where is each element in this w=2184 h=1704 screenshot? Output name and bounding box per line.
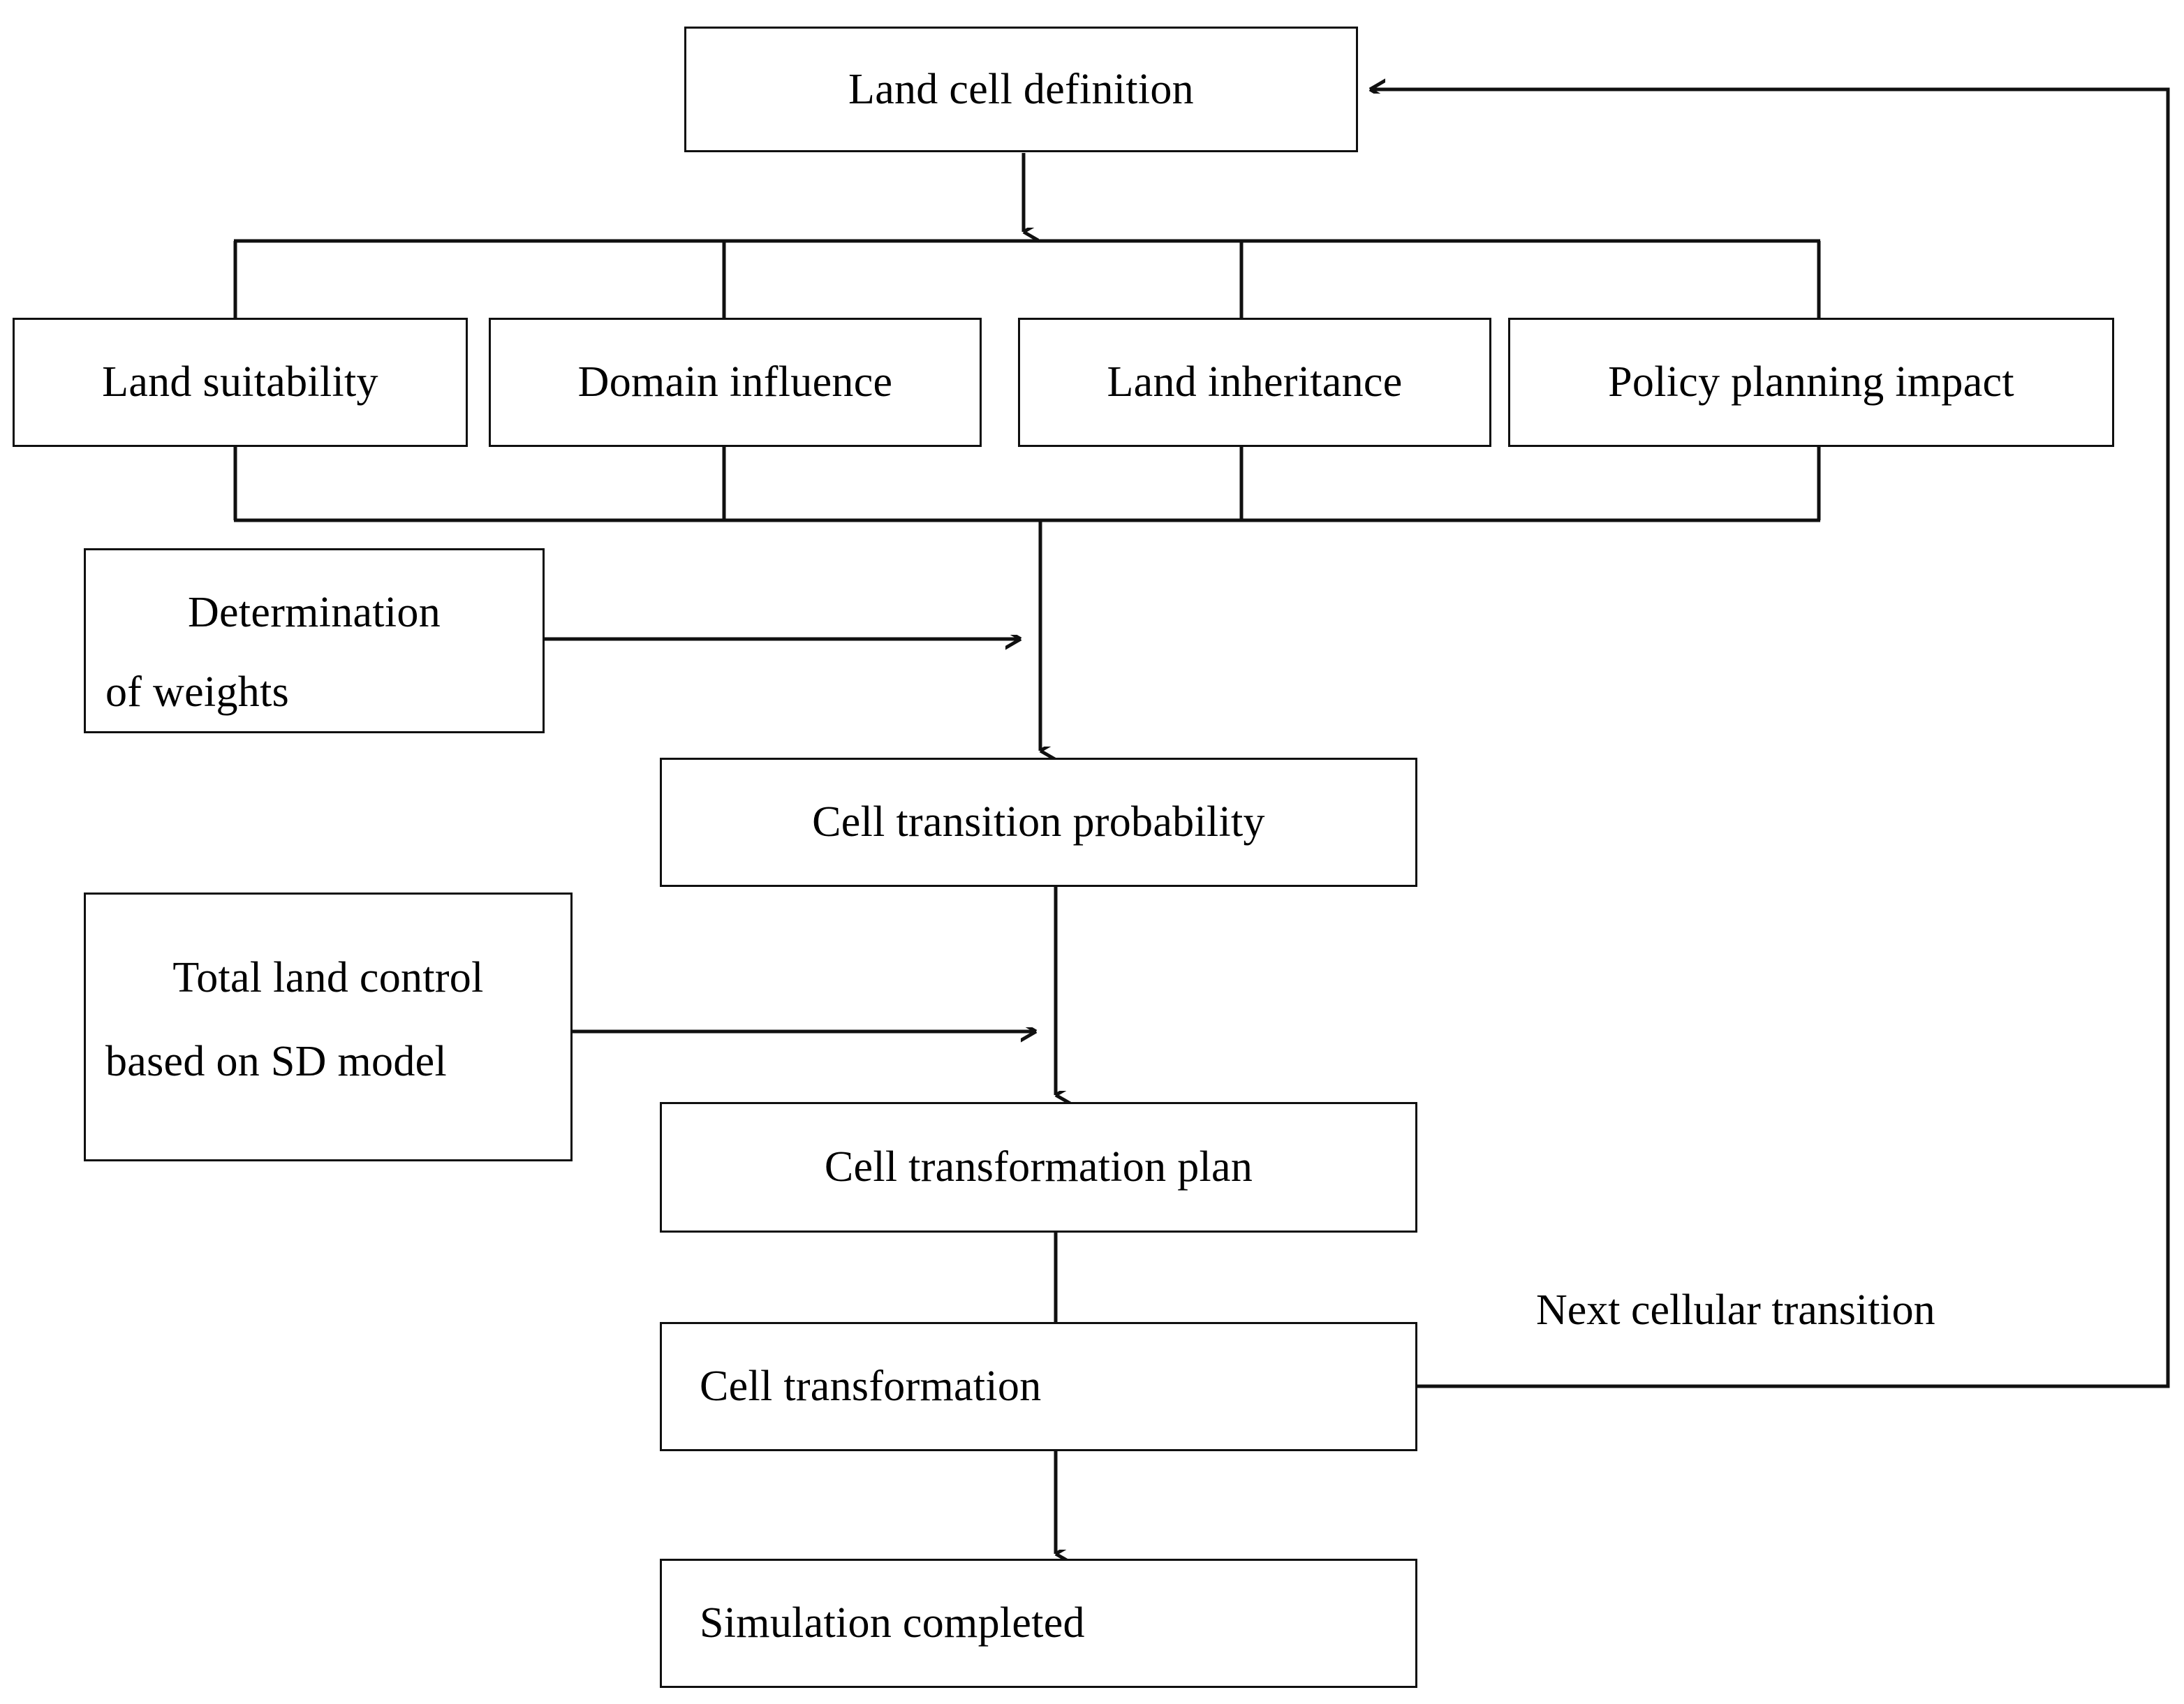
node-cell-transformation-plan[interactable]: Cell transformation plan: [660, 1102, 1417, 1233]
node-simulation-completed-label: Simulation completed: [700, 1599, 1085, 1647]
node-land-cell-definition[interactable]: Land cell definition: [684, 27, 1358, 152]
node-cell-transformation[interactable]: Cell transformation: [660, 1322, 1417, 1451]
edge-label-next-cellular-transition: Next cellular transition: [1536, 1286, 1935, 1334]
node-land-inheritance[interactable]: Land inheritance: [1018, 318, 1491, 447]
node-domain-influence-label: Domain influence: [577, 358, 893, 406]
node-policy-planning-impact[interactable]: Policy planning impact: [1508, 318, 2114, 447]
node-simulation-completed[interactable]: Simulation completed: [660, 1559, 1417, 1688]
node-land-inheritance-label: Land inheritance: [1107, 358, 1403, 406]
node-cell-transformation-label: Cell transformation: [700, 1363, 1042, 1411]
node-domain-influence[interactable]: Domain influence: [489, 318, 982, 447]
node-land-suitability-label: Land suitability: [102, 358, 378, 406]
node-determination-of-weights[interactable]: Determination of weights: [84, 548, 545, 733]
node-total-land-control-line-2: based on SD model: [105, 1038, 447, 1085]
node-land-suitability[interactable]: Land suitability: [13, 318, 468, 447]
node-cell-transition-probability-label: Cell transition probability: [812, 798, 1265, 846]
node-total-land-control[interactable]: Total land control based on SD model: [84, 893, 573, 1161]
node-determination-of-weights-line-1: Determination: [187, 589, 441, 636]
node-land-cell-definition-label: Land cell definition: [848, 65, 1194, 113]
node-cell-transition-probability[interactable]: Cell transition probability: [660, 758, 1417, 887]
node-total-land-control-line-1: Total land control: [172, 954, 484, 1001]
node-determination-of-weights-line-2: of weights: [105, 668, 290, 716]
feedback-loop-path: [1370, 89, 2170, 1388]
node-cell-transformation-plan-label: Cell transformation plan: [824, 1143, 1253, 1191]
node-policy-planning-impact-label: Policy planning impact: [1608, 358, 2014, 406]
